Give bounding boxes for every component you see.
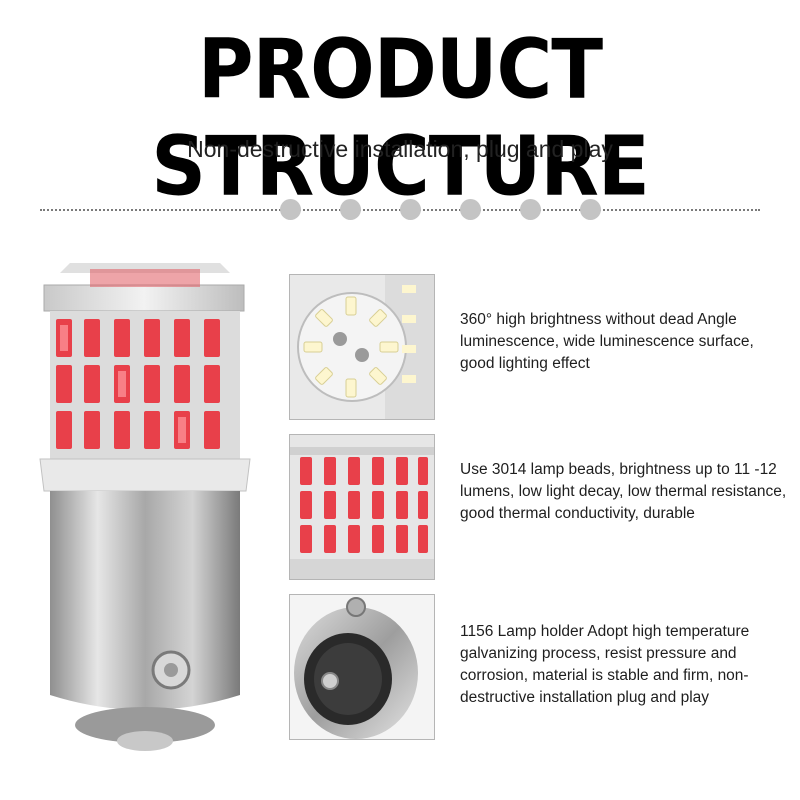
divider-dot: [520, 199, 541, 220]
divider-dots: [280, 199, 601, 220]
feature-description-2: Use 3014 lamp beads, brightness up to 11…: [460, 461, 787, 522]
feature-image-lamp-holder: [289, 594, 435, 740]
divider-dot: [460, 199, 481, 220]
divider-dot: [340, 199, 361, 220]
divider-dot: [280, 199, 301, 220]
page-title: PRODUCT STRUCTURE: [151, 20, 650, 215]
feature-description-3: 1156 Lamp holder Adopt high temperature …: [460, 623, 750, 706]
divider-dot: [400, 199, 421, 220]
led-bulb-product-image: [30, 255, 260, 775]
dotted-divider: [40, 196, 760, 224]
feature-image-led-face: [289, 274, 435, 420]
feature-image-led-beads: [289, 434, 435, 580]
divider-dot: [580, 199, 601, 220]
feature-description-1: 360° high brightness without dead Angle …: [460, 311, 754, 372]
page-subtitle: Non-destructive installation, plug and p…: [187, 136, 613, 162]
